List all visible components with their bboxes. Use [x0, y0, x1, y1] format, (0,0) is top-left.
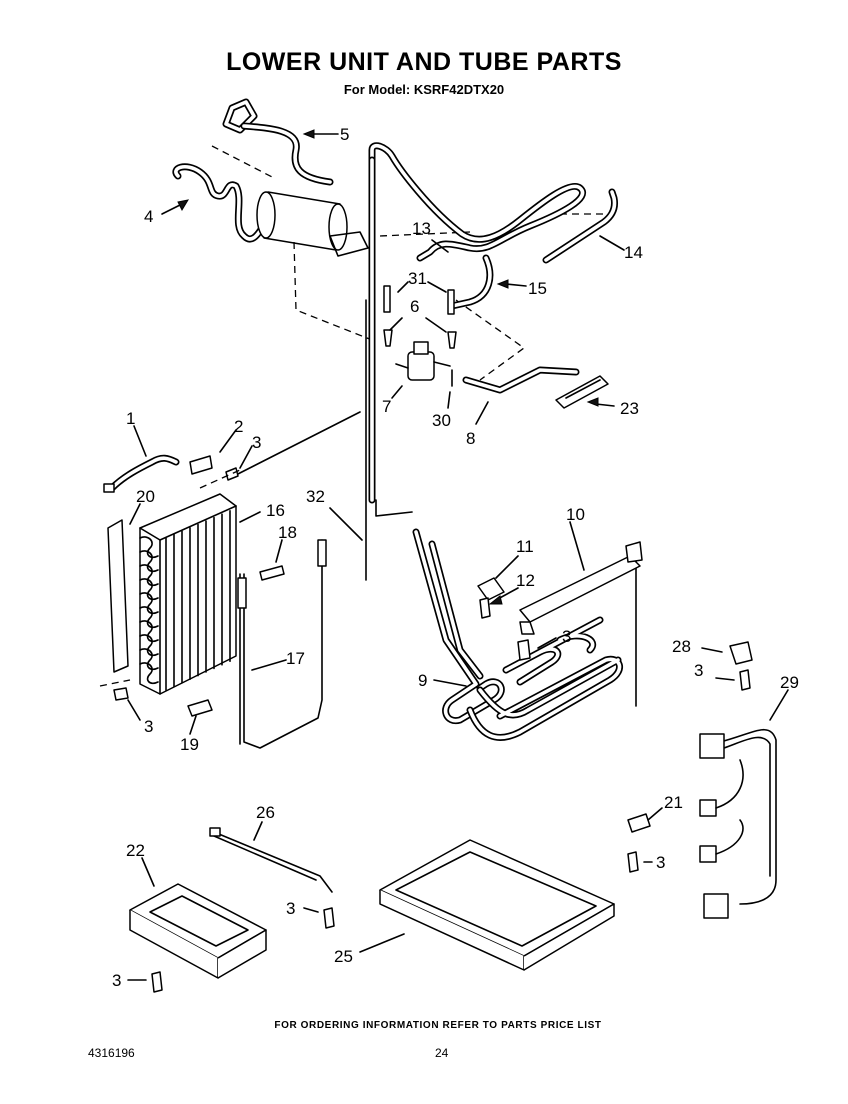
wire-part-1: [103, 454, 180, 493]
model-subtitle: For Model: KSRF42DTX20: [343, 82, 505, 97]
clip-part-18: [259, 565, 285, 581]
callout-14: 14: [624, 243, 643, 262]
bracket-part-2: [189, 455, 213, 475]
tube-part-32: [365, 156, 376, 581]
callout-12: 12: [516, 571, 535, 590]
page-title: LOWER UNIT AND TUBE PARTS: [226, 48, 622, 76]
callout-26: 26: [256, 803, 275, 822]
callout-3-r2: 3: [656, 853, 665, 872]
screw-part-3-22: [151, 971, 163, 993]
tray-part-22: [129, 883, 267, 979]
callout-11: 11: [516, 537, 534, 556]
valve-part-7: [395, 341, 451, 381]
callout-16: 16: [266, 501, 285, 520]
callout-9: 9: [418, 671, 427, 690]
callout-leaders: [127, 129, 789, 981]
callout-6: 6: [410, 297, 419, 316]
callout-25: 25: [334, 947, 353, 966]
clip-part-23: [555, 375, 609, 409]
tube-part-13: [368, 142, 586, 262]
ordering-note: FOR ORDERING INFORMATION REFER TO PARTS …: [274, 1020, 602, 1031]
callout-3-right: 3: [694, 661, 703, 680]
heater-part-17: [237, 539, 327, 749]
tube-part-8: [462, 366, 580, 394]
screw-part-3-mid: [517, 639, 531, 661]
evaporator-coil-bend: [139, 662, 159, 685]
clip-part-28: [729, 641, 753, 665]
callout-3-26: 3: [286, 899, 295, 918]
callout-7: 7: [382, 397, 391, 416]
callout-15: 15: [528, 279, 547, 298]
screw-part-3-r2: [627, 851, 639, 873]
callout-23: 23: [620, 399, 639, 418]
tube-part-5: [222, 98, 334, 186]
screw-part-3-26: [323, 907, 335, 929]
callout-29: 29: [780, 673, 799, 692]
callout-labels: 5 4 13 14 15 31 6 7 30 8 23 1 2 3 20 16 …: [112, 125, 799, 990]
drier-cylinder: [256, 191, 369, 257]
drip-pan-part-25: [379, 839, 615, 971]
callout-20: 20: [136, 487, 155, 506]
capillary-tube: [229, 411, 361, 479]
callout-21: 21: [664, 793, 683, 812]
callout-1: 1: [126, 409, 135, 428]
callout-3-bottom: 3: [112, 971, 121, 990]
fitting-part-6: [383, 329, 457, 349]
screw-part-3: [225, 467, 239, 481]
bracket-part-10: [519, 541, 643, 635]
harness-part-29: [699, 729, 777, 919]
callout-32: 32: [306, 487, 325, 506]
callout-31: 31: [408, 269, 427, 288]
callout-2: 2: [234, 417, 243, 436]
callout-19: 19: [180, 735, 199, 754]
tube-part-4: [172, 163, 266, 243]
callout-13: 13: [412, 219, 431, 238]
callout-3-top: 3: [252, 433, 261, 452]
clip-part-11: [477, 577, 505, 601]
callout-22: 22: [126, 841, 145, 860]
evaporator-part-16: [139, 493, 237, 695]
callout-18: 18: [278, 523, 297, 542]
screw-part-3-lower: [113, 687, 129, 701]
callout-30: 30: [432, 411, 451, 430]
callout-3-mid: 3: [562, 627, 571, 646]
callout-3-left: 3: [144, 717, 153, 736]
tube-part-15: [448, 254, 494, 310]
plate-part-20: [107, 519, 129, 673]
bracket-part-26: [209, 827, 333, 893]
callout-28: 28: [672, 637, 691, 656]
heater-part-9: [412, 528, 637, 741]
page-number: 24: [435, 1046, 449, 1060]
screw-part-3-right: [739, 669, 751, 691]
tube-part-14: [542, 188, 618, 264]
document-number: 4316196: [88, 1046, 135, 1060]
callout-5: 5: [340, 125, 349, 144]
callout-10: 10: [566, 505, 585, 524]
callout-4: 4: [144, 207, 153, 226]
clip-part-21: [627, 813, 651, 833]
callout-8: 8: [466, 429, 475, 448]
clip-part-19: [187, 699, 213, 717]
fitting-part-31: [383, 285, 455, 315]
callout-17: 17: [286, 649, 305, 668]
screw-part-12: [479, 597, 491, 619]
